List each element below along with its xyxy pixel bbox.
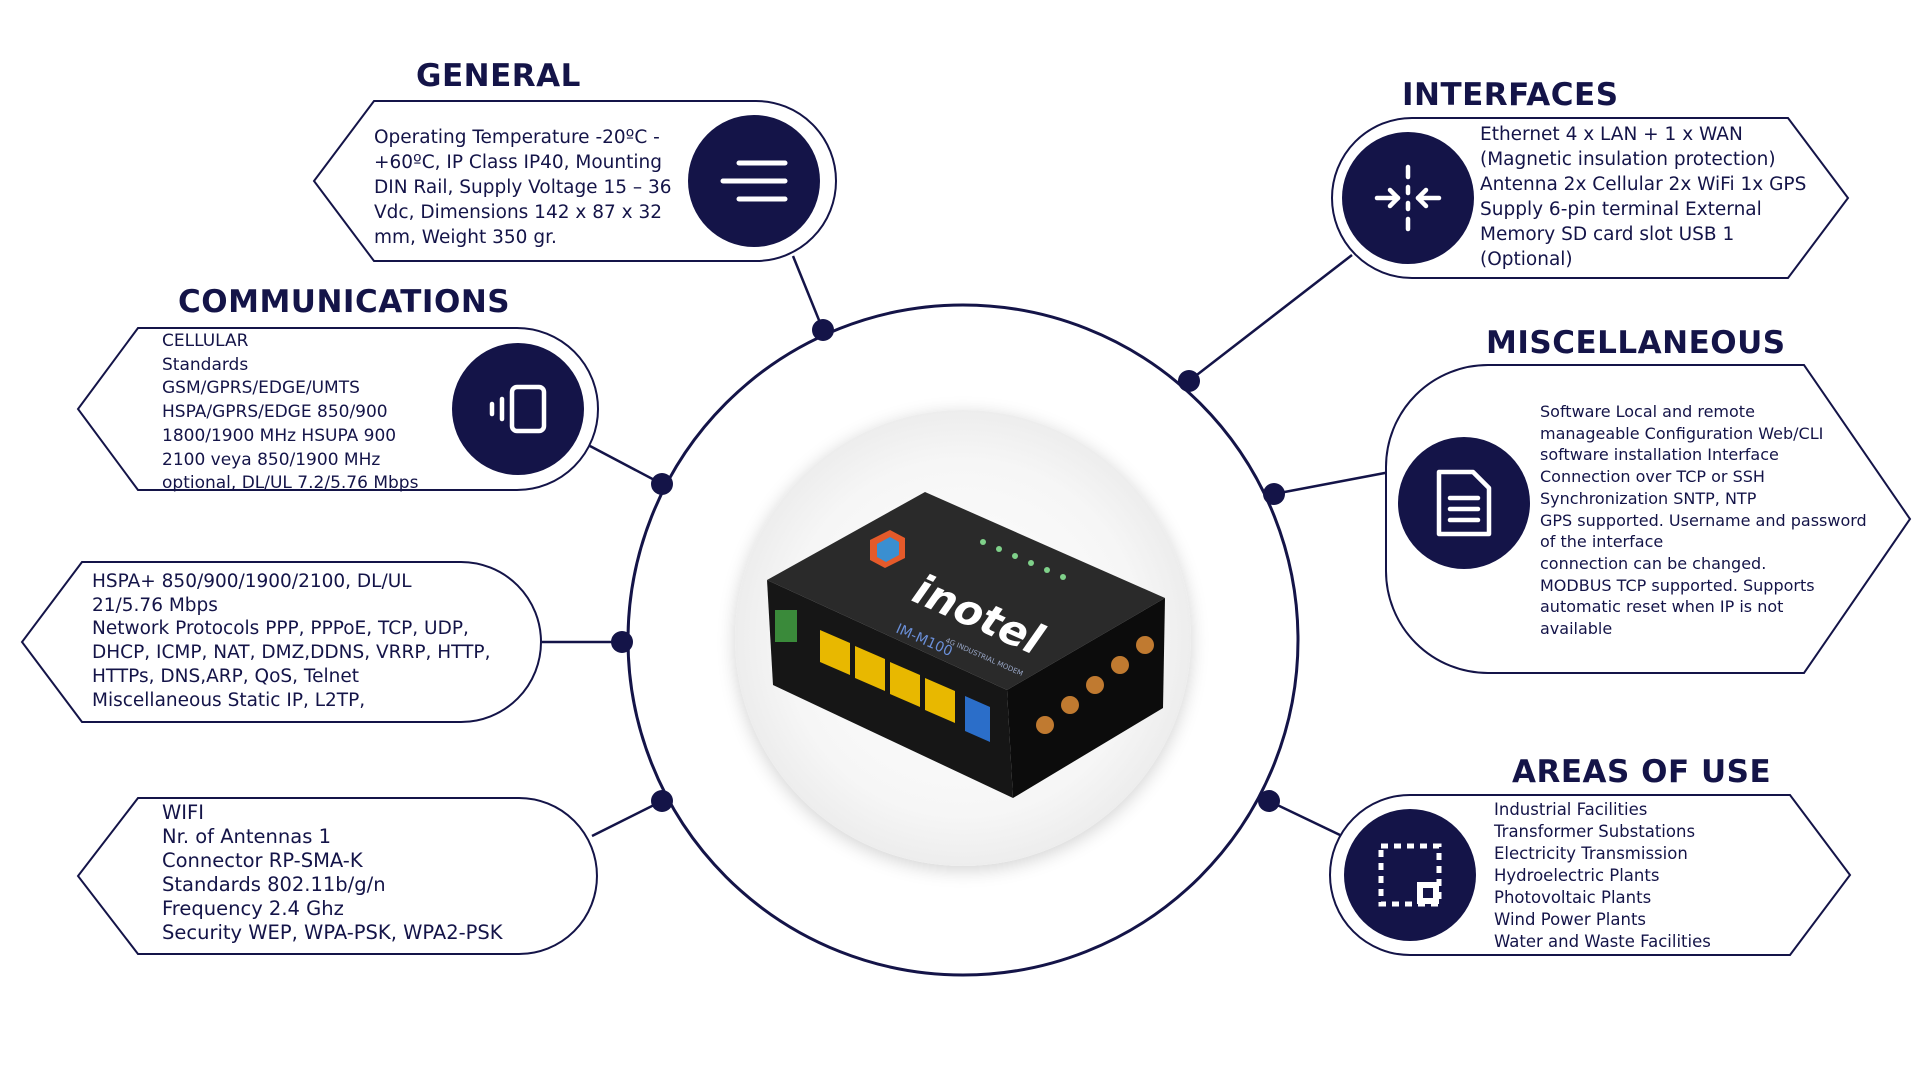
document-icon xyxy=(1398,437,1530,569)
line-communications xyxy=(589,444,663,486)
line-general xyxy=(791,255,825,331)
card-miscellaneous: Software Local and remote manageable Con… xyxy=(1384,363,1912,675)
card-protocols-shape xyxy=(20,561,542,723)
dot-areas xyxy=(1258,790,1280,812)
card-wifi-shape xyxy=(76,797,598,955)
dot-general xyxy=(812,319,834,341)
wifi-text: WIFI Nr. of Antennas 1 Connector RP-SMA-… xyxy=(162,801,503,944)
dot-communications xyxy=(651,473,673,495)
dot-interfaces xyxy=(1178,370,1200,392)
heading-interfaces: INTERFACES xyxy=(1402,77,1619,113)
communications-text: CELLULAR Standards GSM/GPRS/EDGE/UMTS HS… xyxy=(162,331,419,494)
align-lines-icon xyxy=(688,115,820,247)
protocols-text: HSPA+ 850/900/1900/2100, DL/UL 21/5.76 M… xyxy=(92,571,491,711)
card-wifi: WIFI Nr. of Antennas 1 Connector RP-SMA-… xyxy=(76,796,600,956)
line-areas xyxy=(1268,799,1341,837)
card-miscellaneous-shape xyxy=(1385,364,1912,674)
collapse-arrows-icon xyxy=(1342,132,1474,264)
router-device-icon: inotel IM-M100 4G INDUSTRIAL MODEM xyxy=(767,492,1165,798)
dot-miscellaneous xyxy=(1263,483,1285,505)
phone-vibrate-icon xyxy=(452,343,584,475)
card-interfaces: Ethernet 4 x LAN + 1 x WAN (Magnetic ins… xyxy=(1330,116,1850,280)
interfaces-text: Ethernet 4 x LAN + 1 x WAN (Magnetic ins… xyxy=(1480,124,1807,270)
line-interfaces xyxy=(1188,254,1353,382)
areas-text: Industrial Facilities Transformer Substa… xyxy=(1494,800,1711,951)
line-miscellaneous xyxy=(1273,470,1391,496)
heading-miscellaneous: MISCELLANEOUS xyxy=(1486,325,1786,361)
dot-wifi xyxy=(651,790,673,812)
card-communications: CELLULAR Standards GSM/GPRS/EDGE/UMTS HS… xyxy=(76,326,600,493)
card-areas: Industrial Facilities Transformer Substa… xyxy=(1328,793,1852,957)
dot-protocols xyxy=(611,631,633,653)
miscellaneous-text: Software Local and remote manageable Con… xyxy=(1540,402,1867,639)
heading-areas: AREAS OF USE xyxy=(1512,754,1772,790)
card-general: Operating Temperature -20ºC - +60ºC, IP … xyxy=(312,99,838,264)
heading-general: GENERAL xyxy=(416,58,581,94)
selection-frame-icon xyxy=(1344,809,1476,941)
line-wifi xyxy=(591,799,663,838)
heading-communications: COMMUNICATIONS xyxy=(178,284,511,320)
card-protocols: HSPA+ 850/900/1900/2100, DL/UL 21/5.76 M… xyxy=(20,560,544,724)
general-text: Operating Temperature -20ºC - +60ºC, IP … xyxy=(374,127,672,248)
